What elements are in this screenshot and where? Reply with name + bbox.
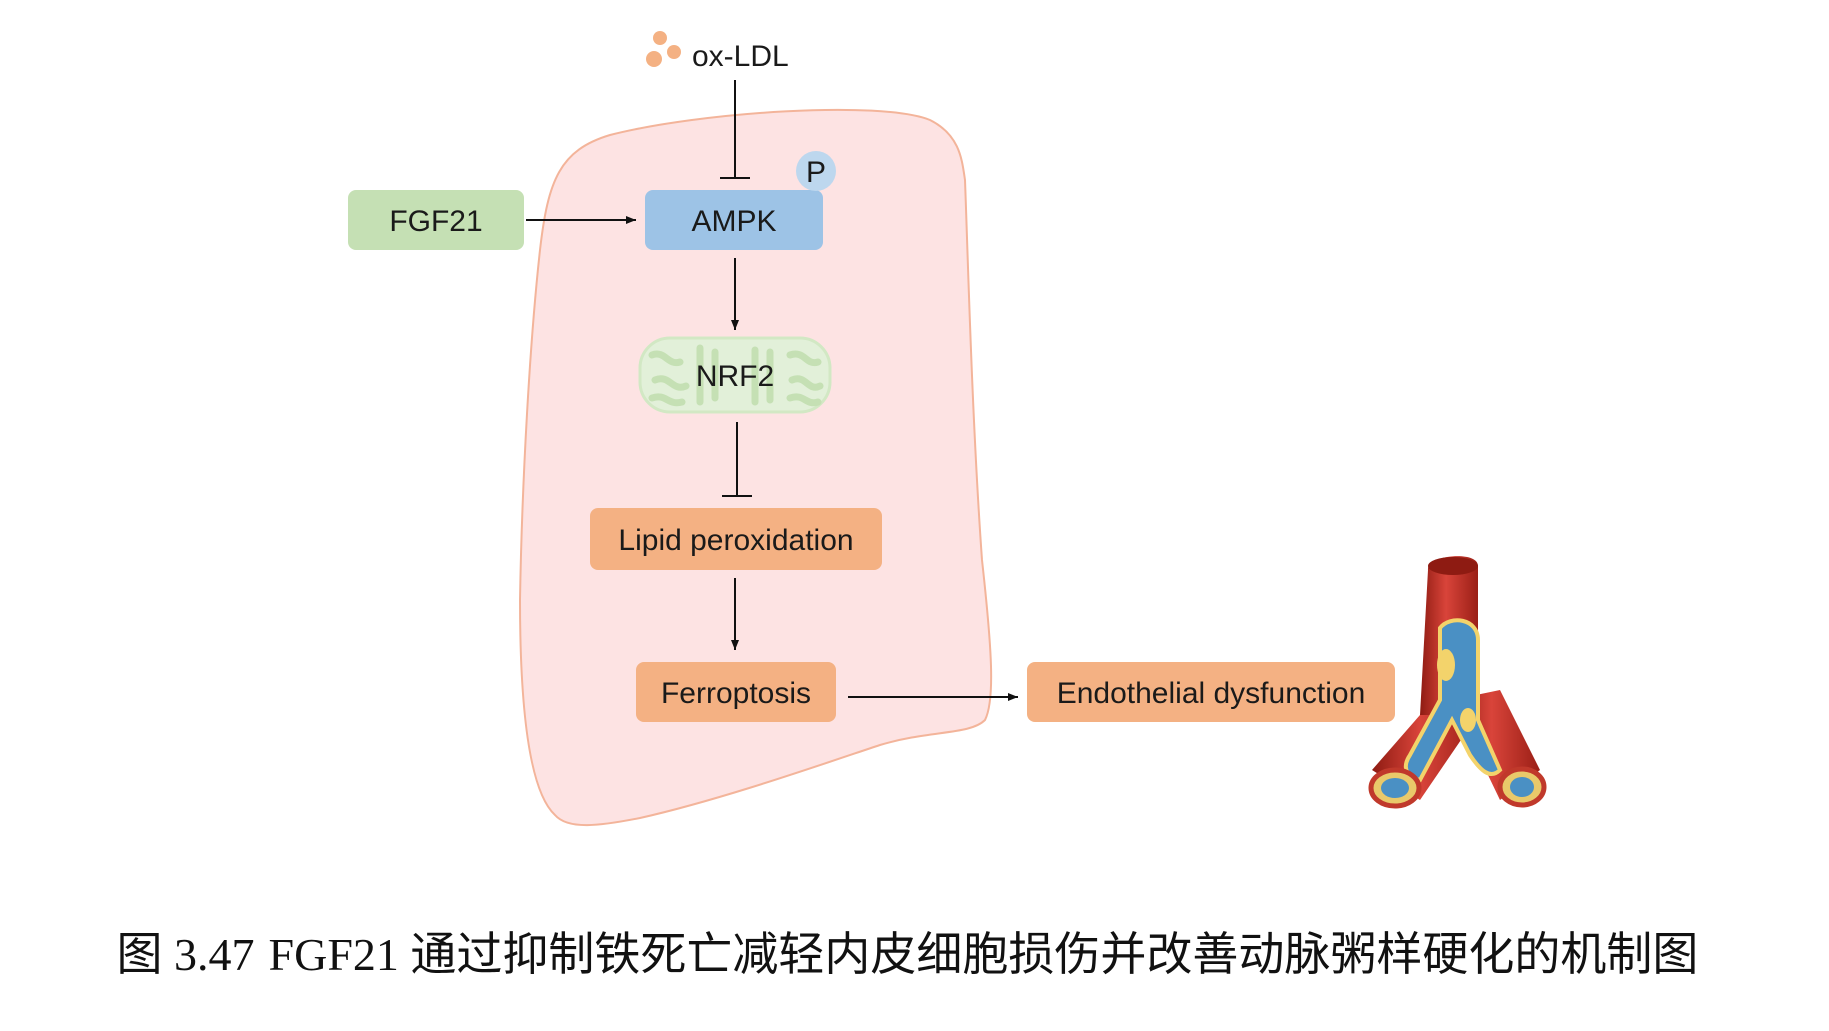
endothelial-dysfunction-node bbox=[1027, 662, 1395, 722]
figure-number: 图 3.47 bbox=[116, 929, 255, 980]
cell-membrane bbox=[518, 108, 993, 827]
mechanism-diagram: ox-LDL FGF21 AMPK P NRF2 Lipid peroxidat… bbox=[348, 31, 1547, 827]
ox-ldl-label: ox-LDL bbox=[692, 40, 789, 73]
lipid-peroxidation-label: Lipid peroxidation bbox=[618, 524, 853, 557]
endothelial-dysfunction-label: Endothelial dysfunction bbox=[1057, 677, 1366, 710]
ox-ldl-particles-icon bbox=[646, 31, 681, 67]
phosphorylation-badge bbox=[796, 151, 836, 191]
fgf21-label: FGF21 bbox=[389, 205, 482, 238]
nrf2-label: NRF2 bbox=[696, 360, 774, 393]
ferroptosis-label: Ferroptosis bbox=[661, 677, 811, 710]
artery-illustration-icon bbox=[1368, 556, 1547, 809]
fgf21-node bbox=[348, 190, 524, 250]
lipid-peroxidation-node bbox=[590, 508, 882, 570]
phosphorylation-label: P bbox=[806, 156, 826, 189]
ferroptosis-node bbox=[636, 662, 836, 722]
figure-caption: 图 3.47 FGF21 通过抑制铁死亡减轻内皮细胞损伤并改善动脉粥样硬化的机制图 bbox=[0, 918, 1829, 984]
ampk-label: AMPK bbox=[691, 205, 776, 238]
figure-caption-text: FGF21 通过抑制铁死亡减轻内皮细胞损伤并改善动脉粥样硬化的机制图 bbox=[268, 929, 1699, 980]
mitochondrion-icon bbox=[638, 336, 832, 414]
ampk-node bbox=[645, 190, 823, 250]
